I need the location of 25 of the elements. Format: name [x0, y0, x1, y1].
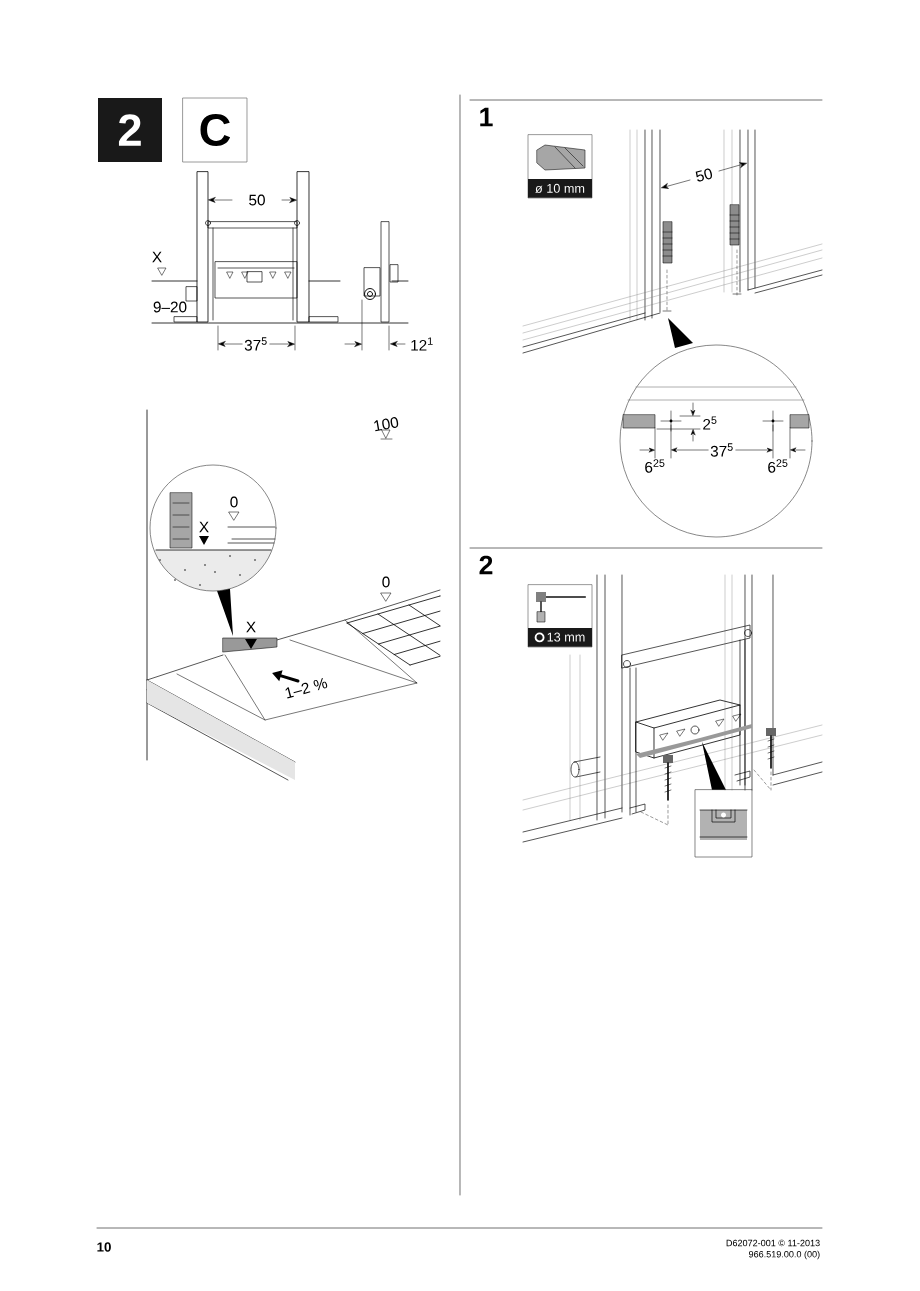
dimension-label: 37$^{5}$ [242, 335, 270, 353]
page-number: 10 [97, 1242, 111, 1252]
step-badge: 2 [98, 98, 162, 162]
level-label: X [246, 621, 256, 633]
tool-badge: ø 10 mm [527, 134, 593, 199]
step-number: 2 [479, 555, 493, 575]
level-label: 0 [382, 576, 390, 588]
level-label: 100 [374, 417, 399, 432]
document-code: D62072-001 © 11-2013 [726, 1239, 820, 1247]
slope-label: 1–2 % [285, 678, 328, 699]
variant-badge: C [182, 97, 248, 163]
dimension-label: 2$^{5}$ [703, 416, 717, 430]
dimension-label: 50 [246, 193, 268, 208]
dimension-label: 37$^{5}$ [708, 441, 736, 459]
dimension-label: 6$^{25}$ [645, 459, 665, 473]
level-label: 0 [230, 496, 238, 508]
dimension-label: 12$^{1}$ [411, 337, 433, 351]
dimension-label: 50 [695, 168, 713, 182]
dimension-label: 6$^{25}$ [768, 459, 788, 473]
dimension-label: 9–20 [153, 301, 187, 313]
level-label: X [152, 251, 162, 263]
document-code: 966.519.00.0 (00) [748, 1250, 820, 1260]
tool-badge: 13 mm [527, 584, 593, 648]
step-number: 1 [480, 107, 493, 127]
level-label: X [199, 521, 209, 533]
